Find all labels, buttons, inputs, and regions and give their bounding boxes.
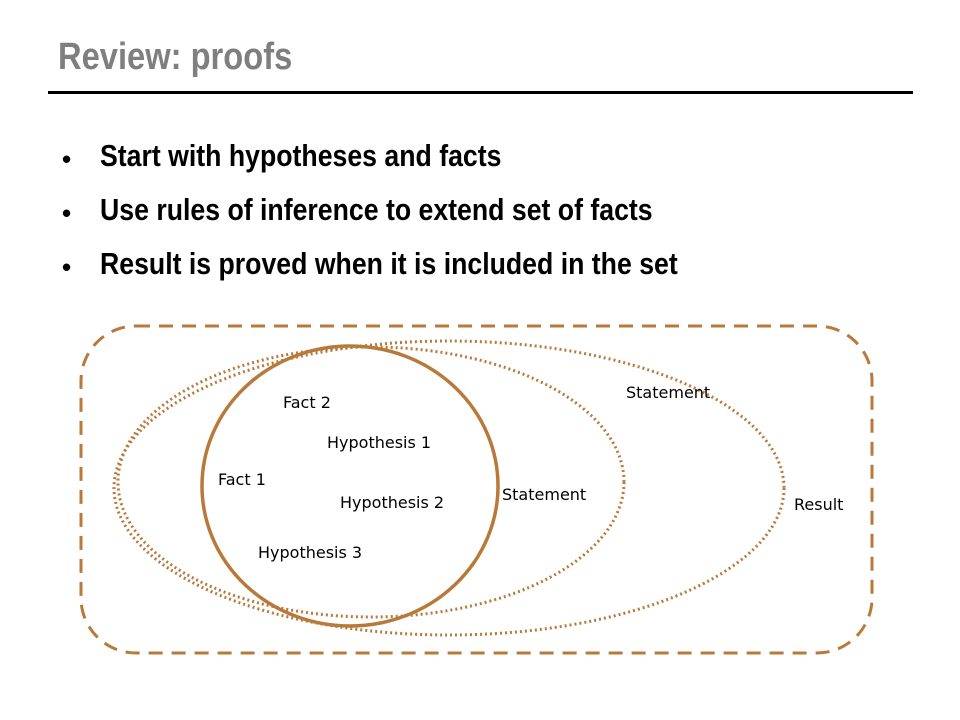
statement-outer-label: Statement [626,383,710,402]
fact-1-label: Fact 1 [218,470,266,489]
statement-inner-label: Statement [502,485,586,504]
hypothesis-3-label: Hypothesis 3 [258,543,362,562]
hypothesis-1-label: Hypothesis 1 [327,433,431,452]
fact-2-label: Fact 2 [283,393,331,412]
inner-statement-set [116,345,626,619]
bullet-dot-icon: • [62,252,72,282]
result-set-boundary [79,324,874,655]
bullet-text: Use rules of inference to extend set of … [100,192,653,227]
bullet-text: Start with hypotheses and facts [100,138,502,173]
hypotheses-facts-set [200,344,500,628]
title-underline [48,91,913,94]
hypothesis-2-label: Hypothesis 2 [340,493,444,512]
outer-statement-set [112,339,786,637]
result-label: Result [794,495,843,514]
bullet-text: Result is proved when it is included in … [100,246,678,281]
bullet-dot-icon: • [62,198,72,228]
slide-title: Review: proofs [58,36,293,78]
bullet-dot-icon: • [62,144,72,174]
